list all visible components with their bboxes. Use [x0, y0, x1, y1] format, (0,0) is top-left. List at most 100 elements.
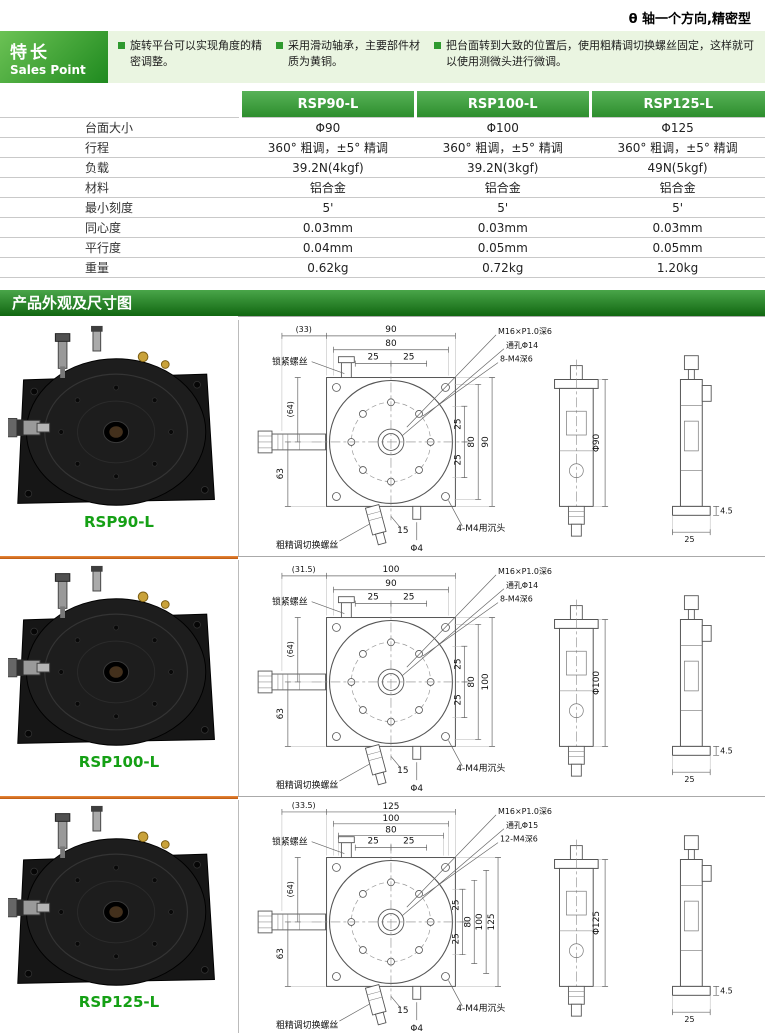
dim-label-lock-screw: 锁紧螺丝: [272, 356, 308, 368]
dim-label-end-25: 25: [684, 1015, 694, 1024]
sales-bullet-text: 把台面转到大致的位置后，使用粗精调切换螺丝固定，这样就可以使用测微头进行微调。: [446, 39, 754, 68]
dim-label-angle-15: 15: [397, 526, 408, 536]
dim-label-25: 25: [453, 694, 463, 705]
spec-value: 5': [415, 197, 591, 218]
dim-label-thread: M16×P1.0深6: [498, 567, 552, 576]
orange-rule: [0, 796, 238, 799]
gray-rule: [238, 316, 765, 317]
spec-value: 49N(5kgf): [590, 157, 765, 178]
dim-label-width-outer: 90: [385, 325, 397, 335]
sales-bullet: 采用滑动轴承，主要部件材质为黄铜。: [276, 38, 422, 79]
sales-point-bullets: 旋转平台可以实现角度的精密调整。 采用滑动轴承，主要部件材质为黄铜。 把台面转到…: [108, 31, 765, 83]
product-column: RSP100-L: [0, 560, 238, 796]
dimension-drawing: 锁紧螺丝 (31.5) 100 90 25 25 M16×P1.0深6 通孔Φ1…: [257, 565, 733, 792]
dim-label-offset: (31.5): [292, 565, 316, 574]
spec-value: 0.03mm: [415, 217, 591, 238]
dimension-lines: [281, 572, 720, 782]
spec-row: 台面大小 Φ90 Φ100 Φ125: [0, 117, 765, 138]
dim-label-lock-screw: 锁紧螺丝: [272, 836, 308, 848]
dim-label-coarse-fine-screw: 粗精调切换螺丝: [276, 779, 338, 791]
dim-label-width-inner: 80: [385, 339, 397, 349]
bullet-square-icon: [118, 42, 125, 49]
dimension-lines: [281, 332, 720, 542]
sales-point-title-cn: 特长: [10, 42, 50, 63]
spec-row-label: 负载: [0, 157, 241, 178]
spec-row: 负载 39.2N(4kgf) 39.2N(3kgf) 49N(5kgf): [0, 157, 765, 178]
dim-label-tapped-holes: 8-M4深6: [500, 355, 533, 364]
dim-label-countersunk: 4-M4用沉头: [456, 523, 505, 534]
dim-label-25: 25: [367, 353, 378, 363]
spec-value: 1.20kg: [590, 257, 765, 278]
dim-label-width-inner: 90: [385, 579, 397, 589]
dim-label-base-height: 63: [276, 468, 286, 479]
spec-row: 最小刻度 5' 5' 5': [0, 197, 765, 218]
sales-bullet-text: 采用滑动轴承，主要部件材质为黄铜。: [288, 39, 420, 68]
product-column: RSP90-L: [0, 320, 238, 556]
spec-value: 0.03mm: [240, 217, 416, 238]
spec-row: 行程 360° 粗调，±5° 精调 360° 粗调，±5° 精调 360° 粗调…: [0, 137, 765, 158]
product-section-rsp100: RSP100-L 锁紧螺丝 (31.5: [0, 560, 765, 796]
dim-label-phi4: Φ4: [410, 544, 423, 552]
model-label: RSP90-L: [83, 513, 154, 531]
dimension-lines: [281, 808, 720, 1022]
dim-label-through-hole: 通孔Φ14: [506, 340, 538, 350]
product-photo: [8, 325, 216, 506]
product-section-rsp125: RSP125-L: [0, 800, 765, 1033]
spec-value: 0.72kg: [415, 257, 591, 278]
spec-row: 平行度 0.04mm 0.05mm 0.05mm: [0, 237, 765, 258]
product-section-rsp90: RSP90-L 锁紧螺丝 (33): [0, 320, 765, 556]
dim-label-25: 25: [453, 418, 463, 429]
spec-value: 铝合金: [590, 177, 765, 198]
dim-label-coarse-fine-screw: 粗精调切换螺丝: [276, 1019, 338, 1031]
sales-bullet-text: 旋转平台可以实现角度的精密调整。: [130, 39, 262, 68]
dim-label-thread: M16×P1.0深6: [498, 327, 552, 336]
spec-value: 360° 粗调，±5° 精调: [415, 137, 591, 158]
spec-value: 5': [240, 197, 416, 218]
dim-label-height-offset: (64): [286, 641, 295, 657]
dim-label-width-outer: 125: [382, 802, 399, 812]
dim-label-angle-15: 15: [397, 766, 408, 776]
dim-label-coarse-fine-screw: 粗精调切换螺丝: [276, 539, 338, 551]
spec-row-label: 最小刻度: [0, 197, 241, 218]
dim-label-phi4: Φ4: [410, 1024, 423, 1032]
dim-label-countersunk: 4-M4用沉头: [456, 1003, 505, 1014]
dim-label-tapped-holes: 12-M4深6: [500, 835, 538, 844]
dim-label-25: 25: [451, 899, 461, 910]
dim-label-80: 80: [467, 676, 477, 688]
spec-row-label: 平行度: [0, 237, 241, 258]
spec-value: 39.2N(4kgf): [240, 157, 416, 178]
dim-label-outer: 90: [481, 436, 491, 448]
dim-label-side-diameter: Φ125: [592, 911, 602, 935]
sales-point-title-en: Sales Point: [10, 62, 86, 77]
spec-header-model: RSP90-L: [239, 91, 416, 118]
dim-label-through-hole: 通孔Φ14: [506, 580, 538, 590]
dim-label-4-5: 4.5: [720, 746, 733, 755]
sales-point-band: 特长 Sales Point 旋转平台可以实现角度的精密调整。 采用滑动轴承，主…: [0, 31, 765, 83]
dim-label-width-mid: 100: [382, 814, 399, 824]
spec-header-row: RSP90-L RSP100-L RSP125-L: [0, 91, 765, 118]
spec-row-label: 材料: [0, 177, 241, 198]
dim-label-side-diameter: Φ100: [592, 671, 602, 695]
dim-label-width-outer: 100: [382, 565, 399, 575]
gray-rule: [238, 556, 765, 557]
section-banner: 产品外观及尺寸图: [0, 290, 765, 316]
spec-value: 0.04mm: [240, 237, 416, 258]
dimension-drawing-area: 锁紧螺丝 (33.5) 125 100 80 25 25 M16×P1.0深6 …: [238, 800, 765, 1033]
spec-row-label: 重量: [0, 257, 241, 278]
dim-label-tapped-holes: 8-M4深6: [500, 595, 533, 604]
spec-value: 铝合金: [240, 177, 416, 198]
dim-label-base-height: 63: [276, 708, 286, 719]
gray-rule: [238, 796, 765, 797]
dim-label-100: 100: [475, 913, 485, 930]
dim-label-thread: M16×P1.0深6: [498, 807, 552, 816]
dim-label-lock-screw: 锁紧螺丝: [272, 596, 308, 608]
dim-label-phi4: Φ4: [410, 784, 423, 792]
dim-label-offset: (33): [296, 325, 312, 334]
dimension-drawing: 锁紧螺丝 (33.5) 125 100 80 25 25 M16×P1.0深6 …: [257, 802, 733, 1032]
dimension-drawing-area: 锁紧螺丝 (31.5) 100 90 25 25 M16×P1.0深6 通孔Φ1…: [238, 560, 765, 796]
spec-row-label: 台面大小: [0, 117, 241, 138]
spec-value: 0.62kg: [240, 257, 416, 278]
dim-label-angle-15: 15: [397, 1006, 408, 1016]
dimension-drawing: 锁紧螺丝 (33) 90 80 25 25 M16×P1.0深6 通孔Φ14 8…: [257, 325, 733, 552]
